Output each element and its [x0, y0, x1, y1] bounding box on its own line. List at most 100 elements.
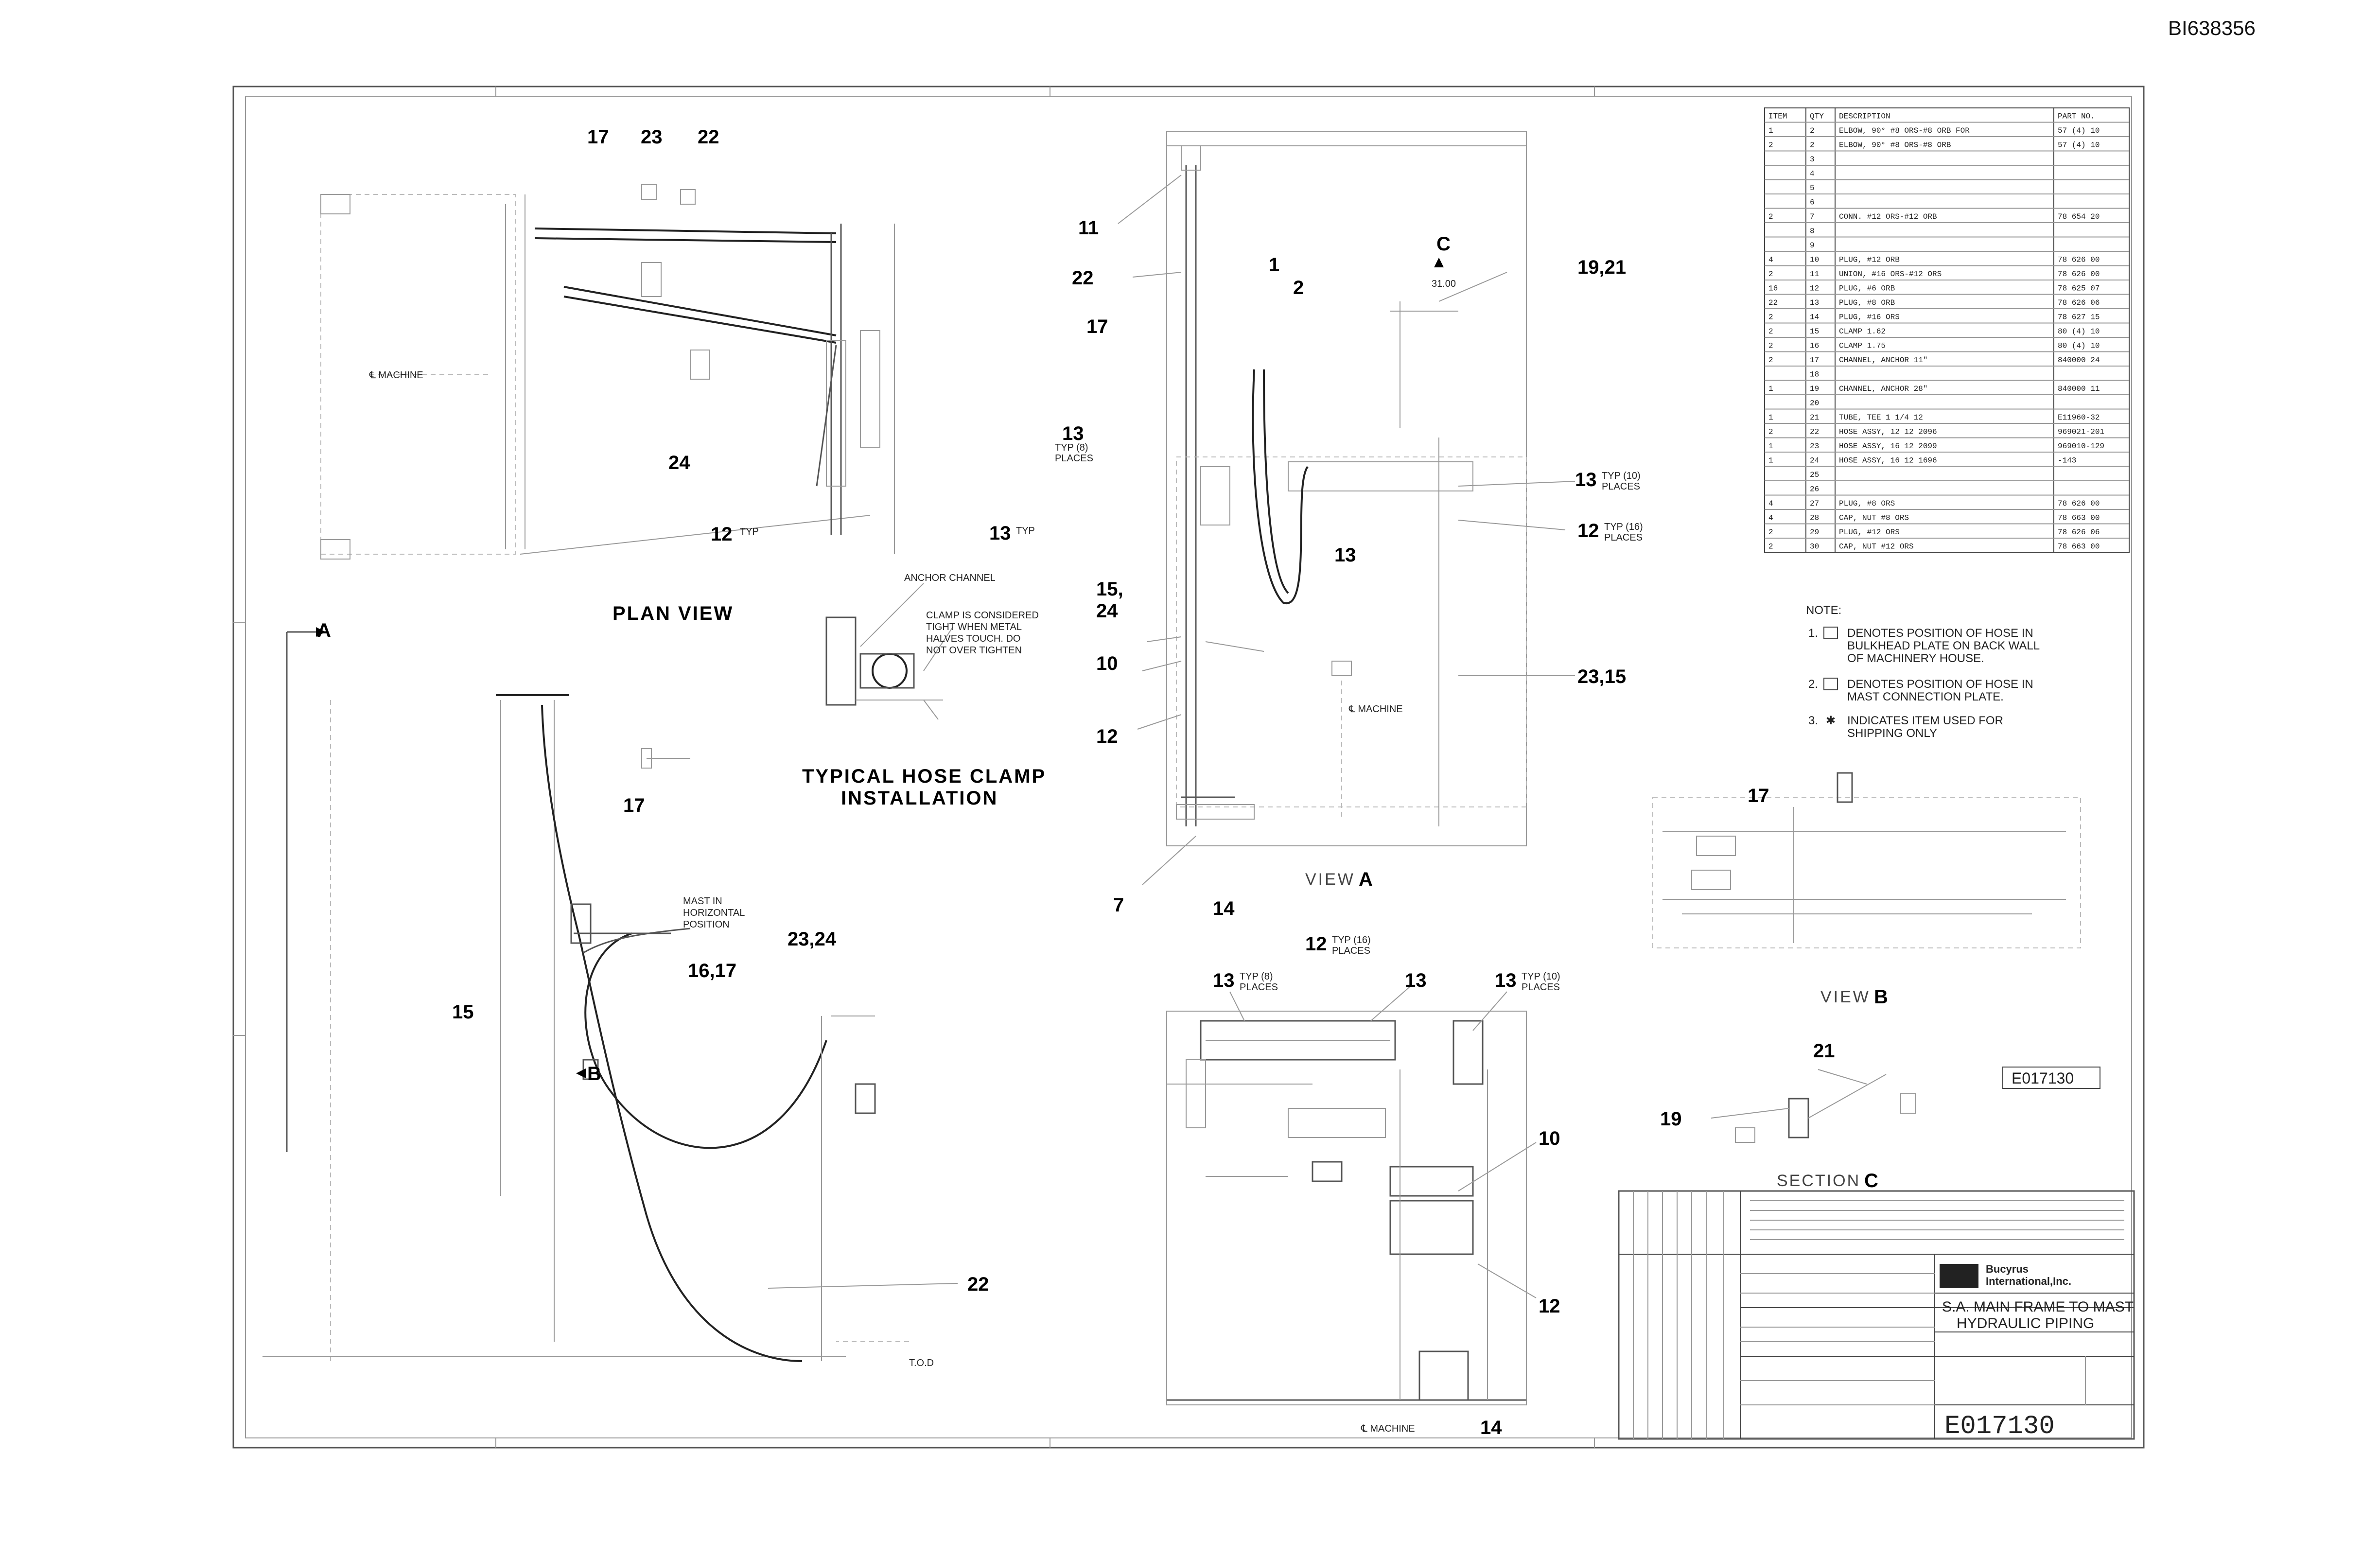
callout-21: 21 — [1813, 1040, 1835, 1062]
callout-14-lower: 14 — [1480, 1417, 1502, 1438]
mast-note-2: HORIZONTAL — [683, 908, 745, 918]
typ10-lower-1: TYP (10) — [1522, 971, 1560, 982]
bom-cell: 29 — [1810, 528, 1819, 537]
typ10-note-2: PLACES — [1602, 481, 1640, 492]
anchor-channel-note: ANCHOR CHANNEL — [904, 573, 996, 583]
mast-note-3: POSITION — [683, 919, 730, 930]
typ16-lower-2: PLACES — [1332, 946, 1370, 956]
bom-cell: CAP, NUT #8 ORS — [1839, 514, 1909, 523]
section-c-letter: C — [1864, 1170, 1878, 1191]
notes-title: NOTE: — [1806, 604, 1841, 617]
callout-22-side: 22 — [967, 1274, 989, 1295]
reference-box — [2002, 1067, 2100, 1089]
typ16-note-1: TYP (16) — [1604, 522, 1643, 532]
view-a-drawing — [1118, 131, 1575, 885]
callout-24-view-a: 24 — [1096, 600, 1118, 622]
note-1-line-1: DENOTES POSITION OF HOSE IN — [1847, 627, 2033, 640]
callout-12-lower: 12 — [1305, 933, 1327, 955]
bom-cell: 24 — [1810, 456, 1819, 465]
bom-cell: 1 — [1768, 126, 1773, 135]
view-a-word: VIEW — [1305, 870, 1355, 889]
bom-cell: 9 — [1810, 241, 1815, 250]
bom-cell: PLUG, #12 ORS — [1839, 528, 1900, 537]
bom-cell: 969010-129 — [2058, 442, 2104, 451]
bom-cell: 80 (4) 10 — [2058, 327, 2100, 336]
bom-cell: 17 — [1810, 356, 1819, 365]
title-block — [1618, 1190, 2135, 1440]
bom-cell: 25 — [1810, 471, 1819, 479]
callout-19: 19 — [1660, 1108, 1682, 1130]
section-c-drawing — [1711, 1069, 1916, 1143]
bom-cell: 2 — [1810, 141, 1815, 150]
bom-cell: 2 — [1768, 270, 1773, 279]
company-name-2: International,Inc. — [1986, 1275, 2071, 1287]
bom-cell: 14 — [1810, 313, 1819, 322]
tod-note: T.O.D — [909, 1358, 934, 1368]
bom-cell: 78 663 00 — [2058, 543, 2100, 551]
typ-note-13-plan: TYP — [1016, 525, 1035, 536]
bom-cell: 7 — [1810, 212, 1815, 221]
bom-cell: 57 (4) 10 — [2058, 141, 2100, 150]
bom-cell: 4 — [1768, 256, 1773, 264]
callout-13-typ10: 13 — [1575, 469, 1597, 490]
bom-cell: CLAMP 1.75 — [1839, 342, 1886, 350]
callout-13-lower-left: 13 — [1213, 970, 1235, 991]
typ16-lower-1: TYP (16) — [1332, 935, 1371, 946]
bom-cell: HOSE ASSY, 16 12 2099 — [1839, 442, 1937, 451]
bom-cell: CONN. #12 ORS-#12 ORB — [1839, 212, 1937, 221]
bom-header-2: DESCRIPTION — [1839, 112, 1890, 121]
callout-10-view-a: 10 — [1096, 653, 1118, 674]
bom-cell: 78 627 15 — [2058, 313, 2100, 322]
view-b-word: VIEW — [1820, 988, 1871, 1006]
bom-cell: 2 — [1768, 543, 1773, 551]
callout-13-center: 13 — [1334, 544, 1356, 566]
bom-cell: 78 626 00 — [2058, 270, 2100, 279]
clamp-note-1: CLAMP IS CONSIDERED — [926, 610, 1039, 621]
bom-cell: 4 — [1768, 514, 1773, 523]
drawing-number: E017130 — [1944, 1412, 2055, 1441]
typ8-lower-1: TYP (8) — [1240, 971, 1273, 982]
typ8-note-2: PLACES — [1055, 453, 1093, 464]
clamp-note-2: TIGHT WHEN METAL — [926, 622, 1022, 632]
callout-17-view-a: 17 — [1086, 316, 1108, 337]
bom-cell: 16 — [1768, 284, 1778, 293]
bom-cell: ELBOW, 90° #8 ORS-#8 ORB — [1839, 141, 1951, 150]
callout-17-view-b: 17 — [1748, 785, 1769, 806]
callout-24-plan: 24 — [668, 452, 690, 473]
bom-cell: 78 626 06 — [2058, 528, 2100, 537]
view-a-letter: A — [1359, 869, 1373, 890]
bom-cell: 2 — [1768, 313, 1773, 322]
typ-note-12-plan: TYP — [740, 526, 759, 537]
callout-13-lower-mid: 13 — [1405, 970, 1427, 991]
view-a-machine-centerline: ℄ MACHINE — [1348, 704, 1403, 715]
bom-cell: 28 — [1810, 514, 1819, 523]
bom-cell: PLUG, #8 ORS — [1839, 499, 1895, 508]
view-b-letter: B — [1874, 986, 1888, 1008]
callout-12-lower-right: 12 — [1539, 1296, 1560, 1317]
callout-17-top: 17 — [587, 126, 609, 148]
callout-22-view-a: 22 — [1072, 267, 1094, 289]
hose-clamp-title-1: TYPICAL HOSE CLAMP — [802, 766, 1046, 787]
note-3-marker: ✱ — [1826, 714, 1836, 727]
bom-cell: CHANNEL, ANCHOR 11" — [1839, 356, 1927, 365]
drawing-title-2: HYDRAULIC PIPING — [1957, 1315, 2094, 1331]
reference-number: E017130 — [2012, 1069, 2074, 1087]
callout-23-24: 23,24 — [788, 928, 837, 950]
bom-cell: 1 — [1768, 456, 1773, 465]
bom-cell: 78 626 06 — [2058, 298, 2100, 307]
section-marker-a: A — [317, 620, 331, 641]
bom-cell: 12 — [1810, 284, 1819, 293]
bom-cell: 3 — [1810, 155, 1815, 164]
bom-cell: 78 626 00 — [2058, 256, 2100, 264]
section-marker-c: C — [1436, 233, 1451, 255]
bom-cell: 2 — [1768, 528, 1773, 537]
mast-note-1: MAST IN — [683, 896, 722, 907]
lower-machine-centerline: ℄ MACHINE — [1361, 1423, 1415, 1434]
bom-cell: HOSE ASSY, 16 12 1696 — [1839, 456, 1937, 465]
bom-cell: 26 — [1810, 485, 1819, 494]
bom-cell: 4 — [1810, 170, 1815, 178]
bom-cell: 11 — [1810, 270, 1819, 279]
